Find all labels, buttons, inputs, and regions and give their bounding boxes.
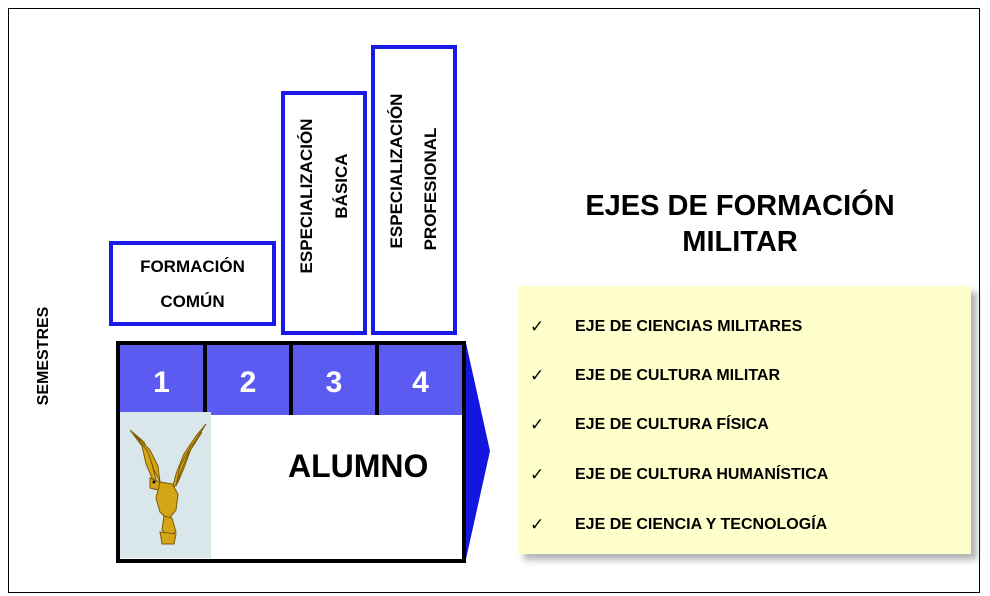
check-icon: ✓	[530, 465, 545, 484]
check-icon: ✓	[530, 317, 545, 336]
especializacion-basica-box	[281, 91, 367, 335]
ejes-title-line1: EJES DE FORMACIÓN	[585, 190, 895, 222]
check-icon: ✓	[530, 515, 545, 534]
ejes-list: ✓ EJE DE CIENCIAS MILITARES ✓ EJE DE CUL…	[518, 286, 971, 554]
profesional-label-line1: ESPECIALIZACIÓN	[387, 93, 406, 249]
eje-label: EJE DE CULTURA HUMANÍSTICA	[575, 466, 829, 483]
eagle-icon	[129, 423, 207, 545]
basica-label-line1: ESPECIALIZACIÓN	[297, 118, 316, 274]
profesional-label-line2: PROFESIONAL	[421, 127, 440, 251]
basica-label-line2: BÁSICA	[332, 153, 351, 219]
check-icon: ✓	[530, 366, 545, 385]
eje-label: EJE DE CULTURA MILITAR	[575, 367, 781, 384]
eagle-emblem	[120, 412, 211, 558]
progress-arrow	[466, 343, 490, 559]
slide-frame	[8, 8, 980, 593]
formacion-label-line1: FORMACIÓN	[140, 257, 245, 276]
formacion-comun-box: FORMACIÓN COMÚN	[109, 241, 276, 326]
semesters-label: SEMESTRES	[35, 306, 52, 406]
eje-label: EJE DE CULTURA FÍSICA	[575, 416, 769, 433]
formacion-label-line2: COMÚN	[160, 292, 225, 311]
semester-3: 3	[293, 345, 379, 415]
list-item: ✓ EJE DE CULTURA FÍSICA	[518, 415, 971, 445]
ejes-title: EJES DE FORMACIÓN MILITAR	[520, 188, 960, 260]
student-label: ALUMNO	[288, 448, 429, 484]
eje-label: EJE DE CIENCIA Y TECNOLOGÍA	[575, 516, 828, 533]
list-item: ✓ EJE DE CULTURA MILITAR	[518, 366, 971, 396]
list-item: ✓ EJE DE CIENCIAS MILITARES	[518, 317, 971, 347]
list-item: ✓ EJE DE CIENCIA Y TECNOLOGÍA	[518, 515, 971, 545]
especializacion-profesional-box	[371, 45, 457, 335]
eje-label: EJE DE CIENCIAS MILITARES	[575, 318, 803, 335]
semester-2: 2	[207, 345, 293, 415]
ejes-title-line2: MILITAR	[682, 226, 798, 258]
check-icon: ✓	[530, 415, 545, 434]
semester-4: 4	[379, 345, 462, 415]
list-item: ✓ EJE DE CULTURA HUMANÍSTICA	[518, 465, 971, 495]
semester-1: 1	[120, 345, 207, 415]
